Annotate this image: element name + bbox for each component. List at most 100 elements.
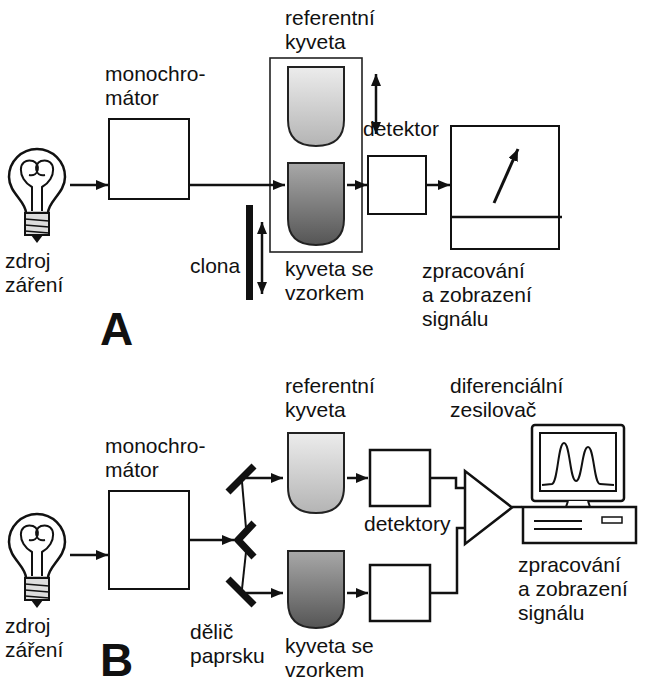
node-label: kyveta se vzorkem (285, 257, 405, 305)
sample-cuvette: kyveta se vzorkem (285, 550, 347, 630)
signal-wire (430, 478, 464, 488)
sample-cuvette-shape (285, 550, 347, 630)
computer-display-part (542, 443, 614, 485)
beam-splitter (228, 579, 254, 605)
part-label: detektory (364, 512, 456, 536)
beam-arrow (347, 184, 367, 187)
node-label: zdroj záření (5, 249, 80, 297)
node-label: detektor (363, 117, 473, 141)
label-holder: detektory (364, 512, 456, 536)
amplifier-triangle: diferenciální zesilovač (464, 470, 512, 545)
meter-display: zpracování a zobrazení signálu (450, 125, 560, 250)
panel-letter: B (100, 637, 160, 683)
computer-display-part (523, 507, 636, 543)
signal-wire (430, 528, 464, 593)
process-box: detektor (367, 155, 427, 215)
text-holder: kyveta se vzorkem (285, 634, 405, 682)
text-holder: zpracování a zobrazení signálu (422, 259, 537, 331)
label-holder: A (100, 306, 160, 352)
light-source-part (31, 235, 43, 243)
reference-cuvette-shape (285, 66, 347, 148)
beam-arrow (70, 554, 108, 557)
light-source-part (9, 149, 65, 213)
node-label: monochro- mátor (105, 434, 215, 482)
computer-display-shape (522, 425, 637, 545)
node-label: referentní kyveta (285, 6, 395, 54)
computer-display-part (602, 517, 622, 523)
light-source-part (25, 596, 49, 598)
label-holder: dělič paprsku (190, 620, 270, 668)
computer-display: zpracování a zobrazení signálu (522, 425, 637, 545)
beam-splitter (190, 539, 234, 542)
amplifier-triangle-shape (464, 470, 512, 545)
reference-cuvette: referentní kyveta (285, 432, 347, 515)
signal-wire (347, 478, 464, 593)
light-source-part (25, 590, 49, 592)
cuvette-holder (270, 58, 362, 252)
light-source-part (25, 225, 49, 227)
beam-arrow (190, 184, 285, 187)
process-box: monochro- mátor (108, 118, 190, 200)
meter-display-shape (452, 127, 562, 252)
part-label: clona (190, 254, 260, 278)
meter-display-part (494, 149, 518, 203)
light-source-part (9, 514, 65, 578)
signal-wire (347, 592, 368, 595)
text-holder: zdroj záření (5, 249, 80, 297)
light-source: zdroj záření (5, 145, 70, 245)
detector-box (370, 565, 430, 621)
light-source-part (25, 213, 49, 235)
light-source-part (25, 578, 49, 600)
text-holder: kyveta se vzorkem (285, 257, 405, 305)
node-label: zpracování a zobrazení signálu (422, 259, 537, 331)
computer-display-part (532, 425, 624, 501)
light-source-part (21, 526, 53, 576)
light-source-shape (5, 510, 70, 610)
label-holder: B (100, 637, 160, 683)
computer-display-part (540, 433, 616, 491)
shutter-bar (246, 205, 253, 300)
node-label: diferenciální zesilovač (450, 374, 595, 422)
node-label: kyveta se vzorkem (285, 634, 405, 682)
text-holder: diferenciální zesilovač (450, 374, 595, 422)
signal-wire (347, 477, 368, 480)
panel-letter: A (100, 306, 160, 352)
beam-splitter (190, 466, 283, 605)
reference-cuvette: referentní kyveta (285, 66, 347, 148)
light-source-shape (5, 145, 70, 245)
sample-cuvette-part (288, 163, 344, 245)
reference-cuvette-shape (285, 432, 347, 515)
part-label: dělič paprsku (190, 620, 270, 668)
beam-splitter (242, 482, 246, 528)
detector-box (370, 450, 430, 621)
process-box: monochro- mátor (108, 490, 190, 590)
text-holder: detektor (363, 117, 473, 141)
text-holder: zdroj záření (5, 614, 80, 662)
text-holder: referentní kyveta (285, 6, 395, 54)
beam-splitter (228, 466, 254, 492)
light-source-part (25, 584, 49, 586)
node-label: monochro- mátor (105, 62, 215, 110)
node-label: referentní kyveta (285, 374, 395, 422)
node-label: zdroj záření (5, 614, 80, 662)
sample-cuvette-shape (285, 162, 347, 247)
light-source-part (21, 161, 53, 211)
sample-cuvette: kyveta se vzorkem (285, 162, 347, 247)
text-holder: monochro- mátor (105, 62, 215, 110)
light-source-part (25, 219, 49, 221)
reference-cuvette-part (288, 67, 344, 146)
text-holder: zpracování a zobrazení signálu (518, 553, 633, 625)
beam-splitter (242, 552, 246, 589)
reference-cuvette-part (288, 433, 344, 513)
movement-arrow (261, 222, 264, 294)
light-source-part (25, 231, 49, 233)
light-source-part (31, 600, 43, 608)
beam-splitter (238, 523, 254, 557)
amplifier-triangle-part (465, 471, 512, 544)
detector-box (370, 450, 430, 506)
computer-display-part (534, 528, 582, 530)
computer-display-part (534, 520, 582, 522)
text-holder: referentní kyveta (285, 374, 395, 422)
beam-arrow (427, 184, 450, 187)
